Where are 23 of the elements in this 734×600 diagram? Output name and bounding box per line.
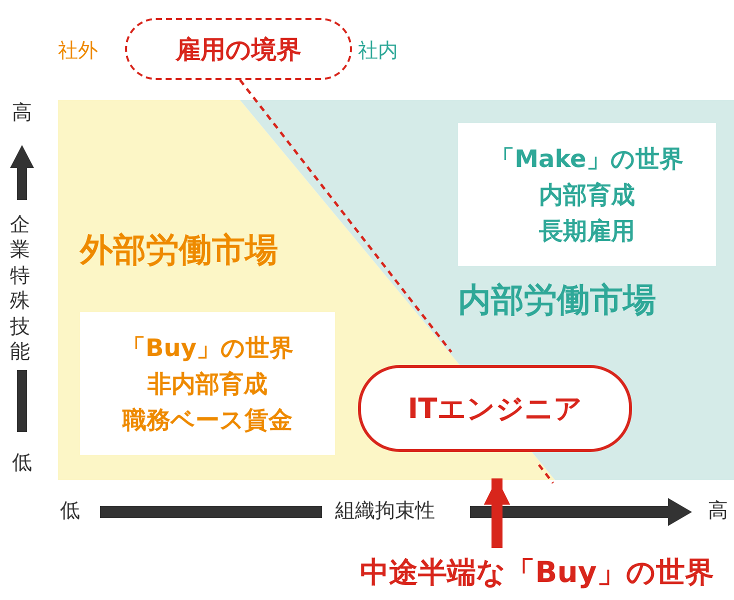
callout-text: 中途半端な「Buy」の世界 (360, 554, 714, 591)
axis-title: 組織拘束性 (335, 498, 435, 522)
axis-label: 低 (12, 450, 32, 474)
boundary-box: 雇用の境界 (125, 18, 352, 80)
card-text: 「Buy」の世界 (121, 332, 294, 364)
card-text: 内部育成 (539, 180, 635, 210)
axis-label: 高 (708, 498, 728, 522)
card-text: 職務ベース賃金 (122, 404, 292, 436)
text-card (80, 312, 335, 455)
area-label: 内部労働市場 (458, 280, 656, 320)
axis-title: 企業特殊技能 (10, 212, 30, 364)
text-card (458, 123, 716, 266)
highlight-box: ITエンジニア (358, 365, 632, 452)
card-text: 「Make」の世界 (490, 144, 684, 174)
axis-label: 高 (12, 100, 32, 124)
card-text: 長期雇用 (539, 216, 635, 246)
arrow (484, 478, 510, 548)
side-label: 社外 (58, 38, 98, 62)
axis-label: 低 (60, 498, 80, 522)
card-text: 非内部育成 (148, 368, 268, 400)
area-label: 外部労働市場 (80, 230, 278, 270)
side-label: 社内 (358, 38, 398, 62)
boundary-line (238, 78, 554, 484)
